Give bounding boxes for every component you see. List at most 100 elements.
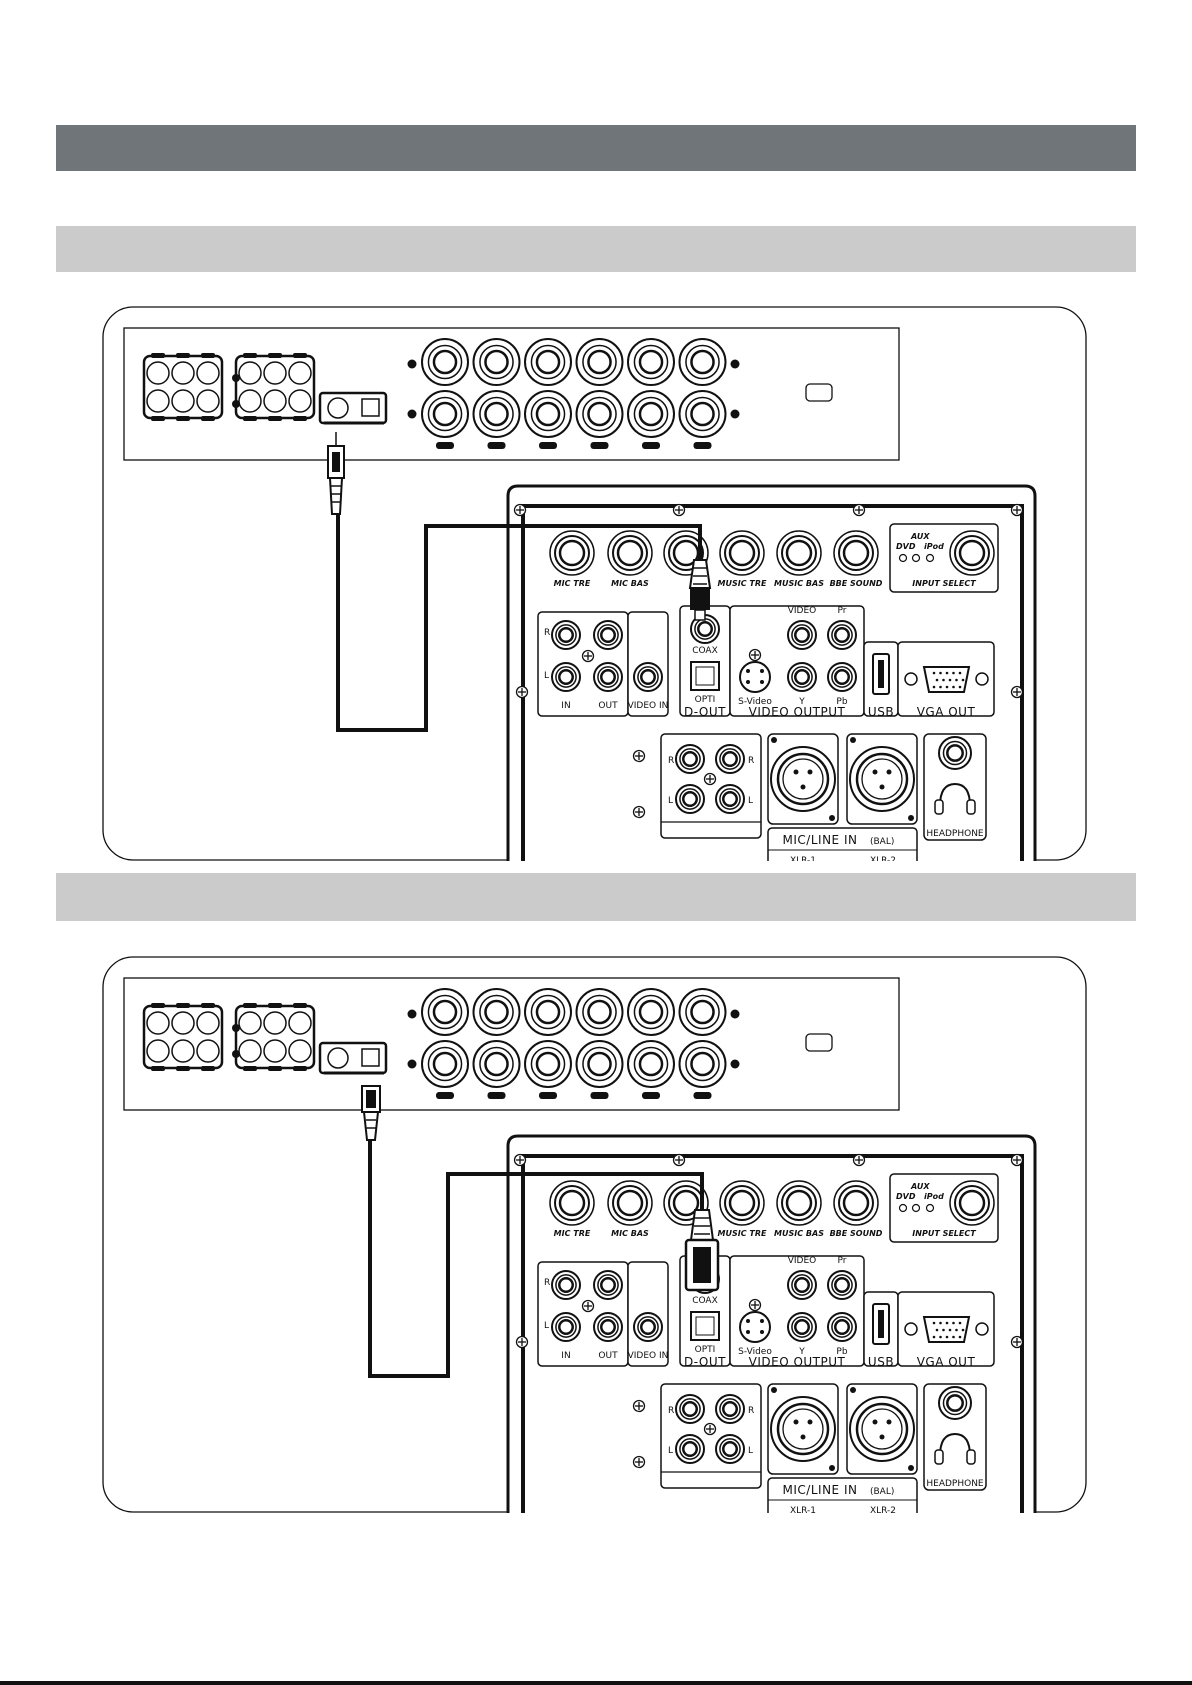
y-jack	[787, 662, 817, 692]
label-y: Y	[798, 1347, 805, 1357]
jack-tab	[487, 442, 506, 449]
plus-marker	[730, 359, 740, 369]
video-in-panel: VIDEO IN	[627, 1261, 669, 1367]
xlr-1-input	[767, 1383, 839, 1475]
control-knob	[833, 1180, 879, 1226]
composite-video-jack	[787, 1270, 817, 1300]
rca-jack-bottom	[575, 390, 624, 438]
label-pr: Pr	[838, 1256, 847, 1266]
rca-jack-bottom	[421, 1040, 469, 1088]
screw-icon	[632, 749, 646, 763]
input-label-aux: AUX	[910, 1182, 930, 1191]
jack-tab	[693, 442, 712, 449]
aux-audio-jack	[715, 1394, 745, 1424]
audio-jack	[551, 1270, 581, 1300]
input-label-ipod: iPod	[924, 1192, 944, 1201]
section-band-2	[56, 873, 1136, 921]
label-video-output: VIDEO OUTPUT	[749, 705, 846, 719]
input-label-dvd: DVD	[896, 542, 916, 551]
jack-tab	[539, 1092, 557, 1099]
channel-label-l: L	[668, 796, 673, 806]
control-knob	[663, 1180, 709, 1226]
aux-audio-jack	[675, 1394, 705, 1424]
headphone-jack	[938, 736, 972, 770]
input-select-knob	[949, 1180, 995, 1226]
screw-icon	[515, 1335, 529, 1349]
label-video-output: VIDEO OUTPUT	[749, 1355, 846, 1369]
label-mic-line-in: MIC/LINE IN	[783, 1483, 858, 1497]
aux-audio-jack	[715, 784, 745, 814]
label-video: VIDEO	[788, 606, 817, 616]
xlr-2-input	[846, 733, 918, 825]
speaker-terminal-block	[142, 353, 224, 421]
label-bal: (BAL)	[870, 837, 894, 847]
xlr-1-input	[767, 733, 839, 825]
power-socket	[805, 383, 833, 402]
channel-label-l: L	[544, 1321, 549, 1331]
label-video-in: VIDEO IN	[628, 1351, 669, 1361]
audio-jack	[593, 620, 623, 650]
audio-jack	[593, 1312, 623, 1342]
headphone-panel: HEADPHONE	[923, 733, 987, 841]
indicator-led	[925, 553, 935, 563]
screw-icon	[1010, 1335, 1024, 1349]
label-headphone: HEADPHONE	[926, 1479, 984, 1489]
screw-icon	[515, 685, 529, 699]
minus-marker	[407, 409, 417, 419]
rca-jack-top	[678, 338, 727, 386]
channel-label-r: R	[748, 1406, 754, 1416]
rca-jack-top	[524, 338, 572, 386]
section-band-1	[56, 226, 1136, 272]
channel-label-r: R	[668, 1406, 674, 1416]
jack-tab	[693, 1092, 712, 1099]
label-pb: Pb	[836, 697, 847, 707]
jack-tab	[642, 442, 660, 449]
indicator-led	[898, 1203, 908, 1213]
usb-panel: USB	[863, 641, 899, 719]
control-knob	[719, 530, 765, 576]
indicator-led	[911, 1203, 921, 1213]
screw-icon	[1010, 685, 1024, 699]
speaker-terminal-block	[234, 353, 316, 421]
power-socket	[805, 1033, 833, 1052]
screw-icon	[672, 503, 686, 517]
label-coax: COAX	[692, 1296, 718, 1306]
knob-label: MUSIC BAS	[774, 579, 824, 588]
input-select-label: INPUT SELECT	[912, 1229, 976, 1238]
jack-tab	[436, 442, 454, 449]
channel-label-r: R	[544, 628, 550, 638]
xlr-2-input	[846, 1383, 918, 1475]
label-out: OUT	[598, 1351, 618, 1361]
pb-jack	[827, 1312, 857, 1342]
label-xlr-1: XLR-1	[790, 1506, 816, 1513]
rca-jack-bottom	[472, 1040, 521, 1088]
screw-icon	[632, 1399, 646, 1413]
audio-jack	[593, 1270, 623, 1300]
screw-icon	[852, 1153, 866, 1167]
aux-audio-jack	[715, 744, 745, 774]
digital-input-block	[318, 391, 388, 425]
screw-icon	[632, 805, 646, 819]
label-in: IN	[561, 1351, 570, 1361]
label-in: IN	[561, 701, 570, 711]
input-select-knob	[949, 530, 995, 576]
video-in-jack	[633, 662, 663, 692]
control-knob	[607, 530, 653, 576]
headphone-icon	[939, 1432, 971, 1457]
screw-icon	[703, 1422, 717, 1436]
label-out: OUT	[598, 701, 618, 711]
y-jack	[787, 1312, 817, 1342]
knob-label: MIC TRE	[554, 1229, 591, 1238]
knob-label: MIC TRE	[554, 579, 591, 588]
label-s-video: S-Video	[738, 1347, 772, 1357]
control-knob	[776, 530, 822, 576]
rca-jack-bottom	[678, 390, 727, 438]
